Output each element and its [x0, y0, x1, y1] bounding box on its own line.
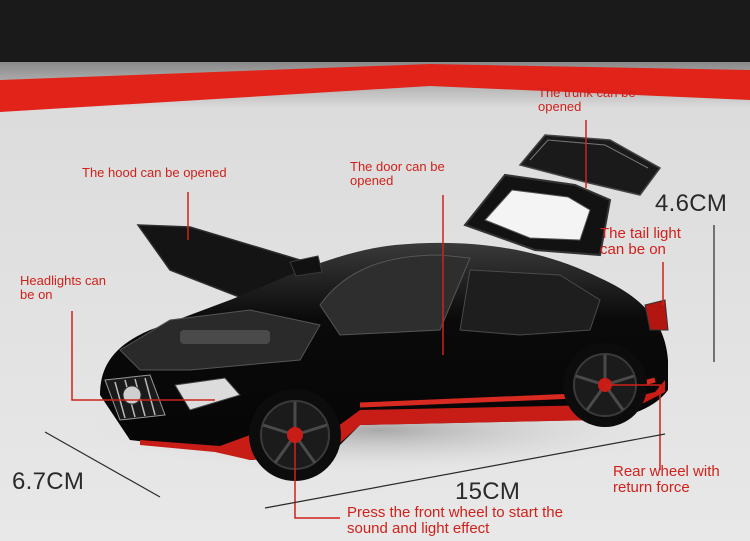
- rear-wheel-leader: [605, 384, 661, 470]
- windshield: [319, 254, 471, 336]
- width-line: [44, 431, 161, 498]
- length-dimension-label: 15CM: [455, 478, 521, 505]
- dimension-lines: [44, 225, 715, 509]
- callout-leaders: [71, 120, 664, 519]
- side-window-interior: [459, 269, 601, 336]
- top-red-stripe: [0, 64, 750, 112]
- front-wheel-leader: [294, 440, 340, 519]
- engine-cover: [180, 330, 270, 344]
- hood-callout: The hood can be opened: [82, 165, 227, 180]
- headlights-leader: [71, 311, 215, 401]
- height-dimension-label: 4.6CM: [655, 190, 728, 217]
- width-dimension-label: 6.7CM: [12, 468, 85, 495]
- tail-light: [644, 299, 669, 331]
- side-mirror: [289, 255, 323, 277]
- door-window: [484, 189, 591, 241]
- headlight: [174, 377, 241, 411]
- trunk-carbon-detail: [529, 139, 649, 169]
- badge-icon: [122, 385, 142, 405]
- length-line: [264, 433, 666, 509]
- top-dark-band: [0, 0, 750, 62]
- front-hub-cap: [287, 427, 303, 443]
- trunk-lid: [518, 134, 662, 196]
